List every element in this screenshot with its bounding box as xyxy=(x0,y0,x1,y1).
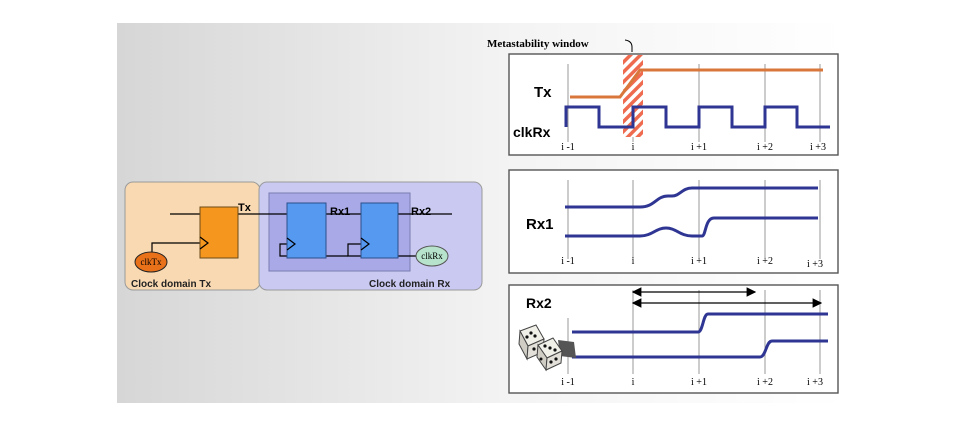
tick-label: i xyxy=(632,256,635,267)
clock-domain-rx-label: Clock domain Rx xyxy=(369,279,451,290)
rx2-waveform-label: Rx2 xyxy=(526,295,552,311)
clkrx-waveform xyxy=(564,105,830,129)
rx1-waveform-label: Rx1 xyxy=(526,216,554,233)
timing-panel-2: Rx1 i -1 i i +1 i +2 i +3 xyxy=(508,169,839,274)
tx-waveform-label: Tx xyxy=(534,84,552,101)
metastability-window-label: Metastability window xyxy=(487,38,589,50)
flipflop-tx-clock-symbol xyxy=(199,236,209,250)
tick-label: i -1 xyxy=(561,256,575,267)
flipflop-rx2 xyxy=(360,202,399,259)
tick-label: i +1 xyxy=(691,142,707,153)
tick-label: i +1 xyxy=(691,256,707,267)
flipflop-rx1 xyxy=(286,202,327,259)
tick-label: i +3 xyxy=(810,142,826,153)
clktx-label: clkTx xyxy=(141,257,162,267)
timing-panel-2-frame xyxy=(508,169,839,274)
signal-tx-label: Tx xyxy=(238,202,252,214)
tick-label: i +2 xyxy=(757,377,773,388)
tick-label: i -1 xyxy=(561,377,575,388)
tick-label: i +2 xyxy=(757,256,773,267)
tick-label: i +3 xyxy=(807,377,823,388)
tick-label: i xyxy=(632,377,635,388)
clkrx-label: clkRx xyxy=(421,251,443,261)
tick-label: i +3 xyxy=(807,259,823,270)
rx1-waveform-upper xyxy=(565,186,818,209)
signal-rx1-label: Rx1 xyxy=(330,206,350,218)
clock-domain-tx-label: Clock domain Tx xyxy=(131,279,211,290)
clock-domain-tx-box xyxy=(124,181,261,291)
clktx-source xyxy=(134,251,168,273)
tick-label: i xyxy=(632,142,635,153)
clkrx-waveform-label: clkRx xyxy=(513,124,551,140)
timing-panel-3: Rx2 i -1 i i +1 i +2 i +3 xyxy=(508,284,839,394)
clkrx-source xyxy=(415,245,449,267)
block-diagram: clkTx clkRx Tx Rx1 Rx2 Clock domain Tx C… xyxy=(124,181,483,291)
signal-rx2-label: Rx2 xyxy=(411,206,431,218)
flipflop-tx xyxy=(199,206,239,259)
tick-label: i +2 xyxy=(757,142,773,153)
timing-panel-1: Metastability window Tx clkRx i -1 i i +… xyxy=(487,38,839,156)
metastability-window xyxy=(623,55,643,137)
tick-label: i -1 xyxy=(561,142,575,153)
metastability-pointer xyxy=(624,39,633,52)
tx-waveform xyxy=(570,68,823,99)
rx2-waveform-upper xyxy=(572,312,828,334)
dice-icon xyxy=(518,324,576,372)
tick-label: i +1 xyxy=(691,377,707,388)
flipflop-rx1-clock-symbol xyxy=(286,237,296,251)
timing-panel-3-frame xyxy=(508,284,839,394)
flipflop-rx2-clock-symbol xyxy=(360,237,370,251)
rx1-waveform-lower xyxy=(565,216,818,238)
rx2-waveform-lower xyxy=(572,339,828,359)
